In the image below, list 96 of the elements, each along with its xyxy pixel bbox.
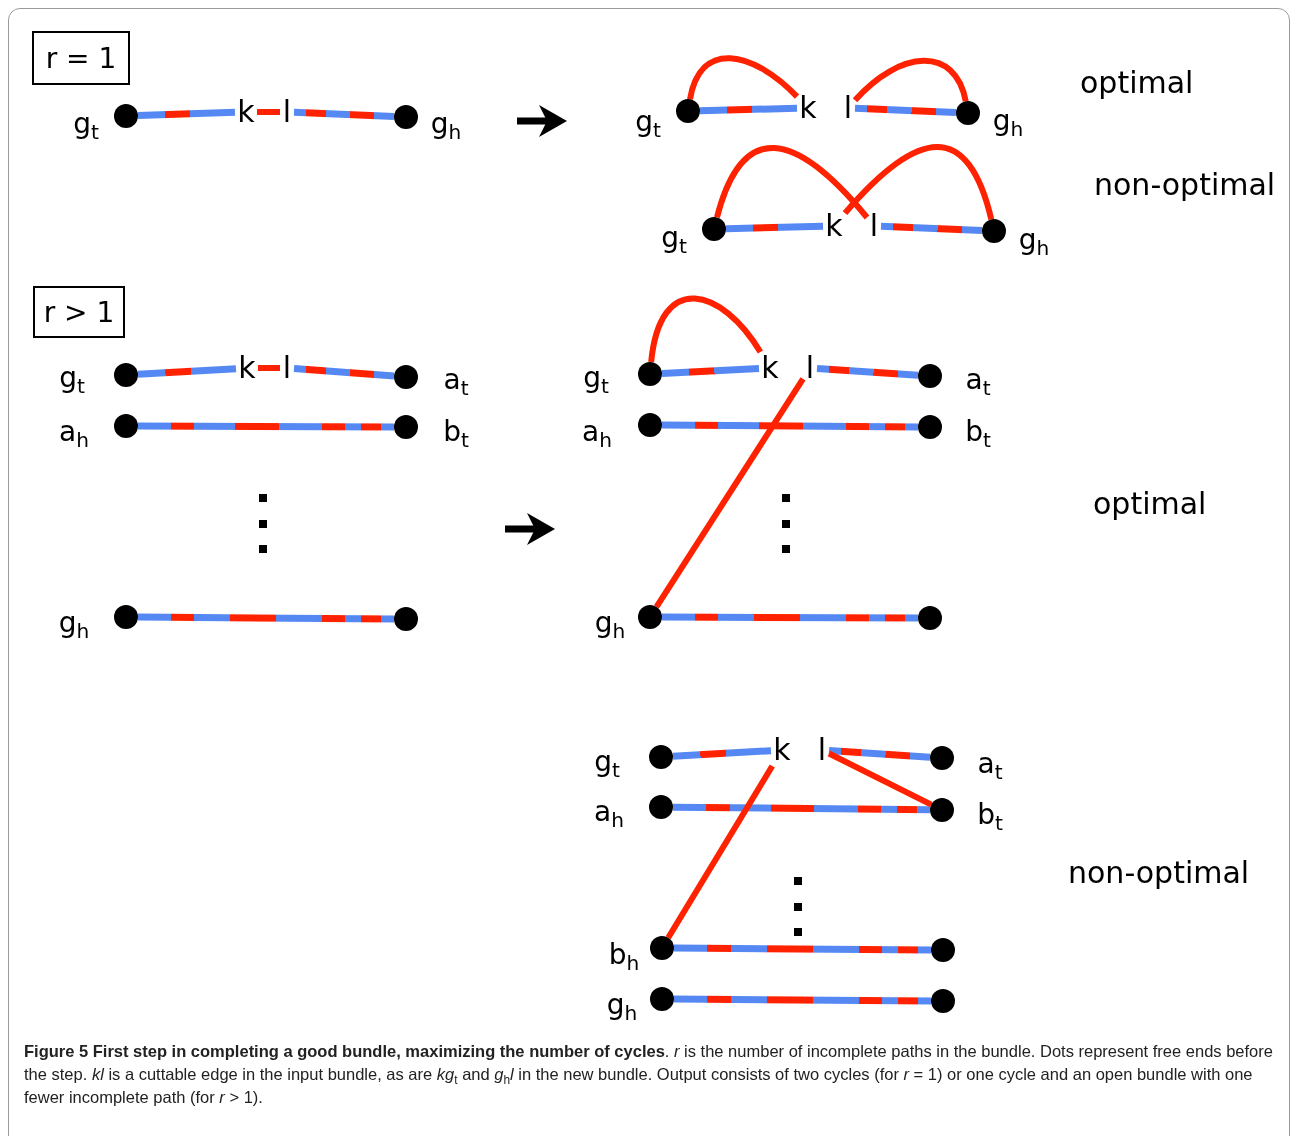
outcome-label: non-optimal: [1094, 170, 1276, 200]
endpoint-dot: [114, 363, 138, 387]
outcome-label: optimal: [1093, 489, 1207, 519]
endpoint-dot: [918, 606, 942, 630]
endpoint-dot: [956, 101, 980, 125]
endpoint-dot: [638, 605, 662, 629]
endpoint-label: g$_{t}$: [635, 108, 661, 136]
vertex-label: k: [771, 734, 793, 766]
endpoint-label: b$_{h}$: [608, 941, 640, 969]
outcome-label: optimal: [1080, 68, 1194, 98]
endpoint-label: b$_{t}$: [443, 418, 469, 446]
vertex-label: k: [823, 210, 845, 242]
endpoint-label: g$_{t}$: [661, 224, 687, 252]
cycle-edge: [653, 377, 806, 609]
vertex-label: k: [235, 96, 257, 128]
vertex-label: l: [867, 210, 881, 242]
cycle-edge: [257, 109, 280, 115]
bundle-edge: [854, 104, 957, 116]
case-label: r > 1: [33, 286, 125, 338]
endpoint-dot: [394, 365, 418, 389]
endpoint-dot: [394, 415, 418, 439]
endpoint-dot: [930, 746, 954, 770]
cycle-edge: [852, 57, 969, 103]
bundle-edge: [138, 422, 394, 431]
figure-caption: Figure 5 First step in completing a good bundle, maximizing the number of cycles. r is the number of incomplete paths in the bundle. Dots represent free ends before the step. kl is a cuttable edge in the input bundle, as are kg$_{t}$ and g$_{h}$l in the new bundle. Output consists of two cycles (for r = 1) or one cycle and an open bundle with one fewer incomplete path (for r > 1).: [24, 1041, 1274, 1109]
endpoint-dot: [918, 415, 942, 439]
endpoint-label: g$_{t}$: [594, 748, 620, 776]
endpoint-dot: [931, 989, 955, 1013]
vertex-label: l: [841, 92, 855, 124]
bundle-edge: [662, 613, 918, 622]
bundle-edge: [137, 108, 236, 120]
vertex-label: k: [797, 92, 819, 124]
endpoint-dot: [649, 795, 673, 819]
bundle-edge: [672, 803, 931, 814]
endpoint-dot: [982, 219, 1006, 243]
bundle-edge: [293, 108, 395, 120]
endpoint-dot: [931, 938, 955, 962]
cycle-edge: [665, 764, 775, 940]
endpoint-label: a$_{h}$: [59, 418, 89, 446]
outcome-label: non-optimal: [1068, 858, 1250, 888]
endpoint-label: g$_{h}$: [992, 107, 1024, 135]
vertex-label: l: [280, 96, 294, 128]
endpoint-label: g$_{t}$: [583, 364, 609, 392]
vertex-label: l: [280, 352, 294, 384]
vertex-label: k: [759, 352, 781, 384]
vertex-label: k: [236, 352, 258, 384]
endpoint-label: g$_{h}$: [430, 110, 462, 138]
bundle-edge: [137, 365, 237, 378]
endpoint-label: b$_{t}$: [965, 418, 991, 446]
bundle-edge: [673, 995, 932, 1005]
endpoint-label: g$_{h}$: [594, 609, 626, 637]
bundle-edge: [672, 747, 772, 760]
bundle-edge: [725, 222, 824, 233]
cycle-edge: [714, 145, 870, 220]
endpoint-dot: [638, 362, 662, 386]
endpoint-dot: [114, 414, 138, 438]
bundle-edge: [661, 421, 919, 431]
endpoint-label: g$_{h}$: [58, 609, 90, 637]
endpoint-dot: [638, 413, 662, 437]
endpoint-dot: [676, 99, 700, 123]
endpoint-dot: [114, 104, 138, 128]
endpoint-dot: [394, 105, 418, 129]
bundle-edge: [673, 944, 932, 954]
case-label: r = 1: [32, 31, 130, 85]
endpoint-label: a$_{t}$: [977, 750, 1003, 778]
bundle-edge: [828, 746, 931, 761]
endpoint-dot: [650, 936, 674, 960]
endpoint-label: a$_{h}$: [582, 418, 612, 446]
endpoint-dot: [650, 987, 674, 1011]
cycle-edge: [827, 750, 933, 808]
bundle-edge: [137, 613, 395, 623]
bundle-edge: [699, 104, 798, 115]
endpoint-label: g$_{t}$: [59, 364, 85, 392]
vertex-label: l: [815, 734, 829, 766]
endpoint-label: a$_{h}$: [594, 798, 624, 826]
cycle-edge: [687, 55, 800, 100]
endpoint-dot: [114, 605, 138, 629]
cycle-edge: [258, 365, 280, 371]
cycle-edge: [842, 144, 995, 221]
endpoint-dot: [930, 798, 954, 822]
endpoint-dot: [918, 364, 942, 388]
endpoint-label: g$_{t}$: [73, 110, 99, 138]
bundle-edge: [293, 365, 395, 380]
endpoint-dot: [649, 745, 673, 769]
vertex-label: l: [803, 352, 817, 384]
endpoint-label: g$_{h}$: [606, 991, 638, 1019]
endpoint-label: g$_{h}$: [1018, 226, 1050, 254]
bundle-edge: [816, 364, 919, 379]
endpoint-label: a$_{t}$: [443, 366, 469, 394]
endpoint-dot: [394, 607, 418, 631]
endpoint-label: b$_{t}$: [977, 801, 1003, 829]
bundle-edge: [880, 222, 983, 234]
endpoint-label: a$_{t}$: [965, 366, 991, 394]
endpoint-dot: [702, 217, 726, 241]
cycle-edge: [648, 295, 763, 363]
bundle-edge: [661, 365, 760, 377]
